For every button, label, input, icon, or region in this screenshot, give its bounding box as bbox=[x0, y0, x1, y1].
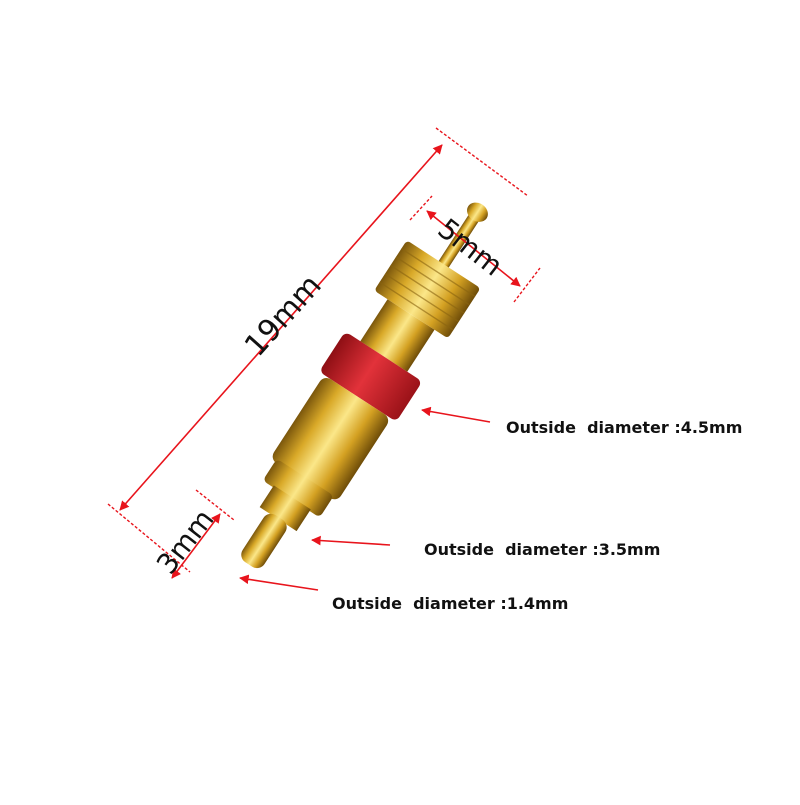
callout-collar-diameter: Outside diameter :3.5mm bbox=[424, 540, 661, 559]
dimension-3mm bbox=[171, 489, 235, 579]
callout-arrow-collar bbox=[311, 535, 391, 546]
callout-seal-diameter: Outside diameter :4.5mm bbox=[506, 418, 743, 437]
callout-pin-diameter: Outside diameter :1.4mm bbox=[332, 594, 569, 613]
dimension-19mm bbox=[107, 127, 529, 573]
callout-arrow-pin bbox=[239, 574, 319, 591]
callout-arrow-seal bbox=[421, 406, 491, 423]
bottom-pin bbox=[241, 513, 287, 569]
dimension-5mm bbox=[409, 195, 541, 303]
